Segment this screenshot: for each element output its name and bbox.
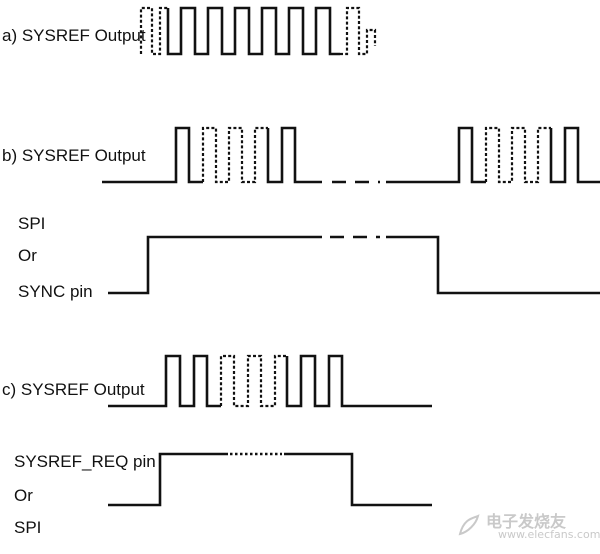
- waveform-c-trigger-fall: [284, 452, 432, 507]
- waveform-b-burst2-dotted: [484, 126, 551, 184]
- waveform-c-burst-end: [285, 354, 432, 408]
- label-c-sysref-req-pin: SYSREF_REQ pin: [14, 452, 156, 471]
- waveform-b-burst1-dotted: [201, 126, 268, 184]
- label-c-spi: SPI: [14, 518, 42, 537]
- label-b-sync-pin: SYNC pin: [18, 282, 93, 301]
- label-a-sysref-output: a) SYSREF Output: [2, 26, 146, 45]
- waveform-a-solid: [166, 6, 340, 56]
- waveform-c-trigger-rise: [108, 452, 228, 507]
- watermark-icon: [458, 514, 480, 536]
- label-c-sysref-output: c) SYSREF Output: [2, 380, 145, 399]
- label-b-or: Or: [18, 246, 37, 265]
- label-c-or: Or: [14, 486, 33, 505]
- waveform-b-burst2-end: [549, 126, 600, 184]
- watermark-text: 电子发烧友: [486, 512, 567, 531]
- waveform-c-burst-start: [108, 354, 221, 408]
- waveform-a-trail-dotted: [340, 6, 377, 56]
- waveform-c-burst-dotted: [219, 354, 287, 408]
- waveform-b-burst1-end: [266, 126, 322, 184]
- waveform-b-trigger-rise: [108, 235, 322, 295]
- watermark-url: www.elecfans.com: [498, 528, 600, 541]
- waveform-b-burst1-start: [102, 126, 203, 184]
- label-b-spi: SPI: [18, 214, 46, 233]
- waveform-b-trigger-fall: [386, 235, 600, 295]
- waveform-b-burst2-start: [386, 126, 486, 184]
- watermark-logo: 电子发烧友 www.elecfans.com: [452, 506, 600, 546]
- waveform-a-lead-dotted: [139, 6, 168, 56]
- label-b-sysref-output: b) SYSREF Output: [2, 146, 146, 165]
